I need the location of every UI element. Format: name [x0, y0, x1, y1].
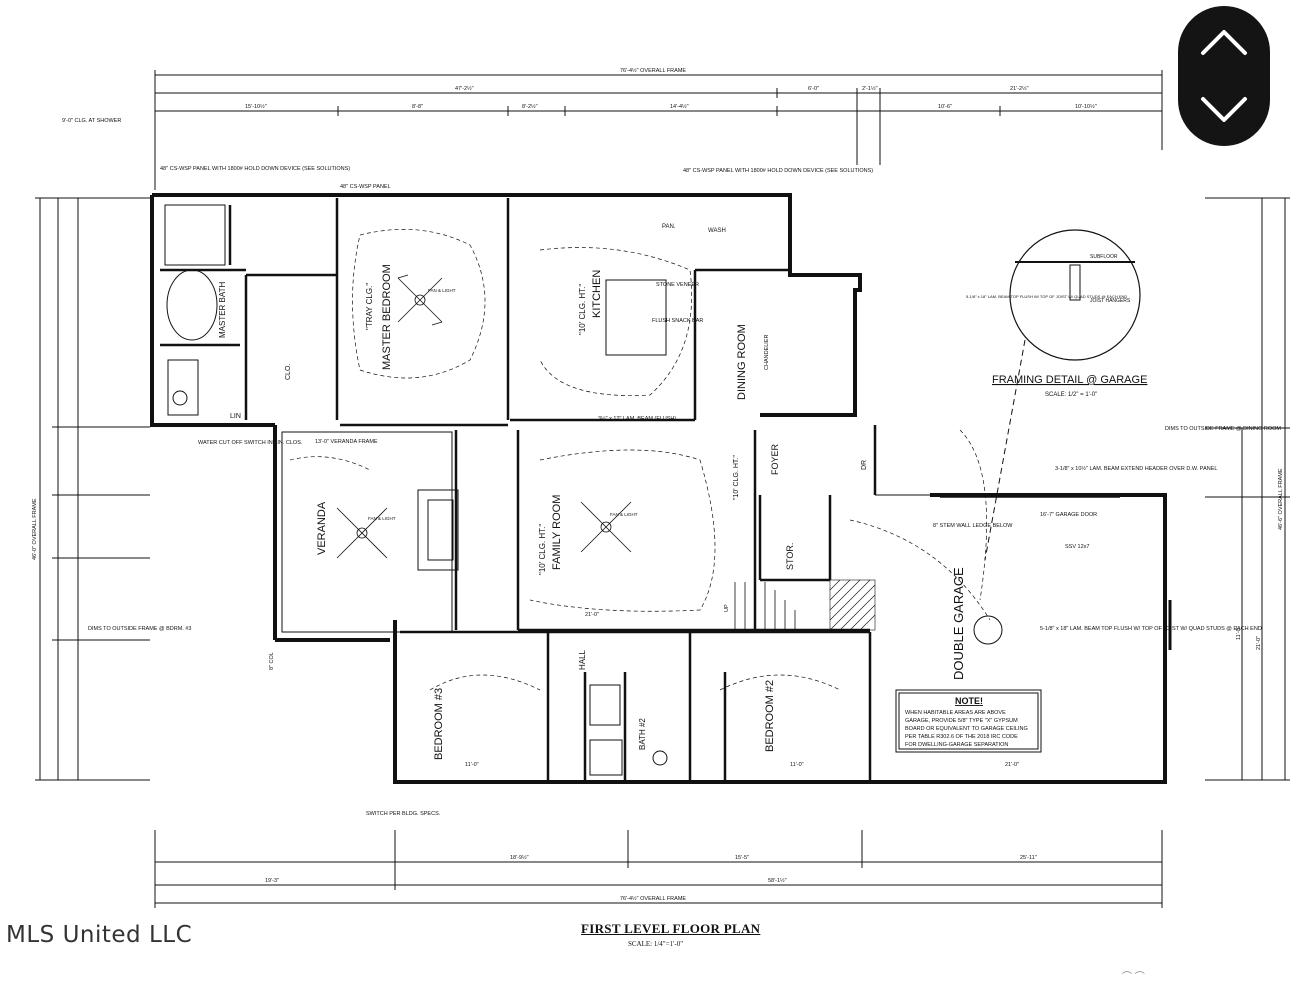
room-garage: DOUBLE GARAGE [951, 567, 966, 680]
clg-shower-note: 9'-0" CLG. AT SHOWER [62, 118, 121, 124]
room-clo-master: CLO. [285, 364, 292, 380]
room-master-bath: MASTER BATH [218, 281, 227, 338]
dim-top-6: 6'-0" [808, 86, 819, 92]
framing-subfloor: SUBFLOOR [1090, 254, 1118, 260]
note-line-1: WHEN HABITABLE AREAS ARE ABOVE [905, 710, 1006, 716]
snack-bar-note: FLUSH SNACK BAR [652, 318, 703, 324]
fan-label-veranda: FAN & LIGHT [368, 516, 396, 521]
dims-outside-note: DIMS TO OUTSIDE FRAME @ DINING ROOM [1165, 426, 1281, 432]
dim-bot-58: 58'-1½" [768, 877, 787, 884]
room-veranda: VERANDA [316, 501, 328, 555]
note-line-4: PER TABLE R302.6 OF THE 2018 IRC CODE [905, 734, 1018, 740]
dim-right-11: 11'-0" [1236, 626, 1242, 640]
room-dining: DINING ROOM [736, 324, 748, 400]
switch-spec-note: SWITCH PER BLDG. SPECS. [366, 811, 441, 817]
chandelier-note: CHANDELIER [764, 335, 770, 370]
garage-door-dim: 16'-7" GARAGE DOOR [1040, 512, 1097, 518]
dim-top-15: 15'-10½" [245, 103, 267, 110]
dim-left-overall: 46'-0" OVERALL FRAME [32, 498, 38, 560]
dim-overall-top: 76'-4½" OVERALL FRAME [620, 67, 686, 74]
ceiling-family: "10' CLG. HT." [538, 524, 547, 575]
dim-top-10a: 10'-6" [938, 104, 952, 110]
framing-beam: 5-1/8" x 18" LAM. BEAM TOP FLUSH W/ TOP … [966, 294, 1127, 299]
dim-bot-25: 25'-11" [1020, 855, 1037, 861]
garage-width: 21'-0" [1005, 762, 1019, 768]
framing-detail-scale: SCALE: 1/2" = 1'-0" [1045, 392, 1097, 398]
fan-label-master: FAN & LIGHT [428, 288, 456, 293]
room-bedroom-2: BEDROOM #2 [764, 680, 776, 752]
room-hall: HALL [578, 649, 587, 670]
ceiling-master: "TRAY CLG." [365, 283, 374, 330]
dim-top-8a: 8'-8" [412, 104, 423, 110]
dim-bot-19: 19'-3" [265, 878, 279, 884]
veranda-frame-dim: 13'-0" VERANDA FRAME [315, 439, 378, 445]
previous-button[interactable] [1178, 6, 1270, 76]
plan-title: FIRST LEVEL FLOOR PLAN [581, 921, 761, 936]
room-dr: DR [861, 460, 868, 470]
note-line-3: BOARD OR EQUIVALENT TO GARAGE CEILING [905, 726, 1028, 732]
dim-right-overall: 46'-6" OVERALL FRAME [1278, 468, 1284, 530]
room-pan: PAN. [662, 224, 676, 230]
note-title: NOTE! [955, 696, 983, 706]
framing-detail-title: FRAMING DETAIL @ GARAGE [992, 374, 1147, 386]
ceiling-kitchen: "10' CLG. HT." [578, 284, 587, 335]
dim-top-2: 2'-1½" [862, 85, 878, 92]
note-line-5: FOR DWELLING-GARAGE SEPARATION [905, 742, 1008, 748]
dim-overall-bottom: 76'-4½" OVERALL FRAME [620, 895, 686, 902]
up-label: UP [724, 604, 730, 612]
room-wash: WASH [708, 228, 726, 234]
hall-width: 21'-0" [585, 612, 599, 618]
panel-note-1: 48" CS-WSP PANEL WITH 1800# HOLD DOWN DE… [160, 166, 350, 172]
panel-note-3: 48" CS-WSP PANEL WITH 1800# HOLD DOWN DE… [683, 168, 873, 174]
room-family: FAMILY ROOM [551, 495, 563, 570]
room-kitchen: KITCHEN [591, 270, 603, 318]
dim-top-14: 14'-4½" [670, 103, 689, 110]
dim-top-47: 47'-2½" [455, 85, 474, 92]
room-bedroom-3: BEDROOM #3 [433, 688, 445, 760]
mls-watermark: MLS United LLC [6, 922, 193, 948]
dim-top-21: 21'-2½" [1010, 85, 1029, 92]
room-stor: STOR. [785, 543, 795, 570]
plan-scale: SCALE: 1/4"=1'-0" [628, 940, 684, 948]
image-navigation [1178, 6, 1270, 146]
stem-wall-note: 8" STEM WALL LEDGE BELOW [933, 523, 1013, 529]
lam-beam-2-note: 3-1/8" x 10½" LAM. BEAM EXTEND HEADER OV… [1055, 465, 1217, 472]
chevron-up-icon [1201, 30, 1247, 55]
room-foyer: FOYER [770, 443, 780, 475]
room-lin: LIN [230, 413, 241, 420]
ssv-label: SSV 12x7 [1065, 544, 1089, 550]
water-cutoff-note: WATER CUT OFF SWITCH IN LIN. CLOS. [198, 440, 303, 446]
corner-mark: ⌒ ⌒ [1122, 972, 1145, 983]
panel-note-2: 48" CS-WSP PANEL [340, 184, 391, 190]
dim-bot-18: 18'-9½" [510, 854, 529, 861]
note-line-2: GARAGE, PROVIDE 5/8" TYPE "X" GYPSUM [905, 718, 1018, 724]
lam-beam-note: 3½" x 12" LAM. BEAM (FLUSH) [598, 415, 676, 422]
dim-right-21: 21'-0" [1256, 636, 1262, 650]
bedroom3-width: 11'-0" [465, 762, 479, 768]
framing-joist: JOIST HANGERS [1090, 298, 1131, 304]
bedroom2-width: 11'-0" [790, 762, 804, 768]
stone-veneer-note: STONE VENEER [656, 282, 699, 288]
dim-top-8b: 8'-2½" [522, 103, 538, 110]
room-master-bedroom: MASTER BEDROOM [381, 264, 393, 370]
dims-bdrm-note: DIMS TO OUTSIDE FRAME @ BDRM. #3 [88, 626, 191, 632]
next-button[interactable] [1178, 76, 1270, 146]
room-bath-2: BATH #2 [638, 718, 647, 750]
col-note: 8" COL [269, 652, 275, 670]
ceiling-foyer: "10' CLG. HT." [733, 455, 740, 500]
fan-label-family: FAN & LIGHT [610, 512, 638, 517]
beam-garage-note: 5-1/8" x 18" LAM. BEAM TOP FLUSH W/ TOP … [1040, 626, 1262, 632]
chevron-down-icon [1201, 97, 1247, 122]
dim-top-10b: 10'-10½" [1075, 103, 1097, 110]
dim-bot-15: 15'-5" [735, 855, 749, 861]
